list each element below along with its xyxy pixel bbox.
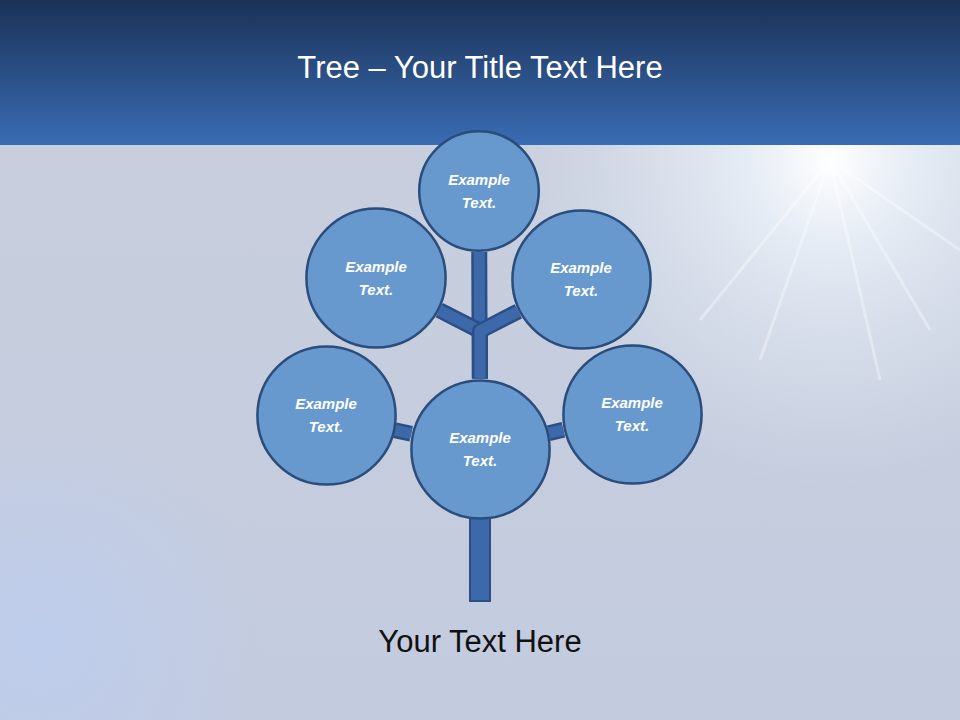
branch-outline xyxy=(549,430,564,433)
circle-outline xyxy=(256,345,397,486)
circle-outline xyxy=(418,130,540,252)
circle-node: Example Text. xyxy=(305,207,447,349)
branch-outline xyxy=(395,430,411,434)
circle-shape xyxy=(306,208,445,347)
circle-node: Example Text. xyxy=(418,130,540,252)
circle-shape xyxy=(419,131,539,251)
circle-outline xyxy=(305,207,447,349)
branch-outline xyxy=(480,311,518,378)
branch-connector xyxy=(480,311,518,378)
circle-node: Example Text. xyxy=(410,379,551,520)
title: Tree – Your Title Text Here xyxy=(0,50,960,86)
circle-node: Example Text. xyxy=(256,345,397,486)
branch-fill xyxy=(480,311,518,378)
node-label: Example Text. xyxy=(284,392,368,438)
circle-node: Example Text. xyxy=(562,344,703,485)
circle-outline xyxy=(562,344,703,485)
branch-fill xyxy=(549,430,564,433)
node-label: Example Text. xyxy=(334,255,418,301)
header-band xyxy=(0,0,960,145)
node-label: Example Text. xyxy=(438,426,522,472)
caption: Your Text Here xyxy=(0,624,960,660)
branch-connector xyxy=(549,430,564,433)
branch-fill xyxy=(395,430,411,434)
circle-outline xyxy=(511,209,652,350)
tree-trunk xyxy=(470,505,490,601)
circle-node: Example Text. xyxy=(511,209,652,350)
node-label: Example Text. xyxy=(539,256,623,302)
circle-shape xyxy=(257,346,395,484)
circle-shape xyxy=(563,345,701,483)
node-label: Example Text. xyxy=(590,391,674,437)
branch-connector xyxy=(395,430,411,434)
sun-rays xyxy=(700,160,960,380)
circle-shape xyxy=(512,210,650,348)
node-label: Example Text. xyxy=(437,168,521,214)
circle-shape xyxy=(411,380,549,518)
circle-outline xyxy=(410,379,551,520)
